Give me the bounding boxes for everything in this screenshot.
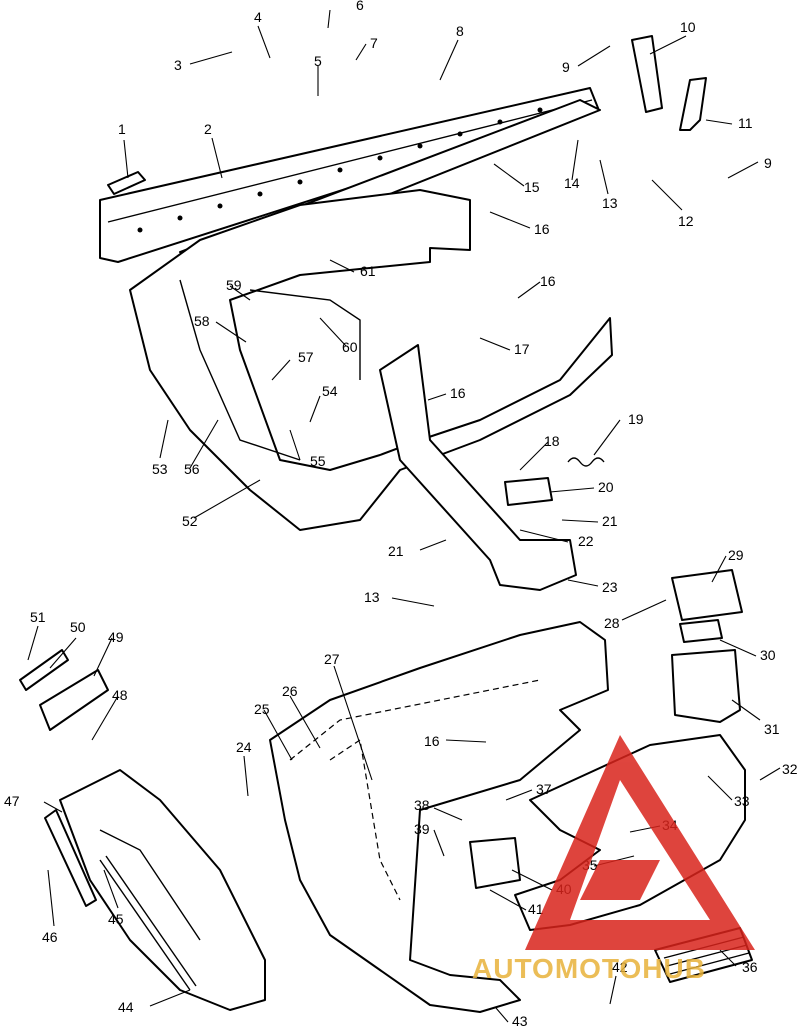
rail-holes	[137, 107, 543, 233]
callout-2: 2	[204, 121, 212, 137]
callout-15: 15	[524, 179, 540, 195]
callout-7: 7	[370, 35, 378, 51]
callout-16a: 16	[534, 221, 550, 237]
seal-strip	[19, 649, 69, 691]
callout-32: 32	[782, 761, 798, 777]
callout-60: 60	[342, 339, 358, 355]
callout-45: 45	[108, 911, 124, 927]
callout-13b: 13	[364, 589, 380, 605]
callout-16d: 16	[424, 733, 440, 749]
callout-51: 51	[30, 609, 46, 625]
callout-55: 55	[310, 453, 326, 469]
callout-49: 49	[108, 629, 124, 645]
callout-23: 23	[602, 579, 618, 595]
callout-14: 14	[564, 175, 580, 191]
callout-4: 4	[254, 9, 262, 25]
callout-39: 39	[414, 821, 430, 837]
callout-52: 52	[182, 513, 198, 529]
callout-57: 57	[298, 349, 314, 365]
callout-21a: 21	[602, 513, 618, 529]
callout-26: 26	[282, 683, 298, 699]
callout-6: 6	[356, 0, 364, 13]
watermark-logo: AUTOMOTOHUB	[472, 735, 755, 984]
callout-61: 61	[360, 263, 376, 279]
callout-46: 46	[42, 929, 58, 945]
callout-48: 48	[112, 687, 128, 703]
callout-18: 18	[544, 433, 560, 449]
leader-lines	[27, 9, 781, 1023]
callout-56: 56	[184, 461, 200, 477]
callout-50: 50	[70, 619, 86, 635]
callout-17: 17	[514, 341, 530, 357]
mount-bracket	[39, 669, 109, 731]
trim-strip	[44, 809, 97, 907]
callout-58: 58	[194, 313, 210, 329]
callout-22: 22	[578, 533, 594, 549]
side-cover	[59, 769, 266, 1011]
callout-30: 30	[760, 647, 776, 663]
support-strut	[379, 344, 577, 591]
callout-31: 31	[764, 721, 780, 737]
callout-labels: 1 2 3 4 5 6 7 8 9 10 11 9 12 13 14 15 16…	[4, 0, 798, 1029]
callout-8: 8	[456, 23, 464, 39]
callout-59: 59	[226, 277, 242, 293]
callout-37: 37	[536, 781, 552, 797]
lower-pan	[269, 621, 609, 1013]
callout-42: 42	[612, 959, 628, 975]
insert	[679, 619, 723, 643]
lever	[679, 77, 707, 131]
callout-16c: 16	[450, 385, 466, 401]
grille-strip	[99, 855, 197, 991]
callout-33: 33	[734, 793, 750, 809]
callout-27: 27	[324, 651, 340, 667]
callout-1: 1	[118, 121, 126, 137]
pad	[671, 569, 743, 621]
watermark-text: AUTOMOTOHUB	[472, 953, 706, 984]
arm	[631, 35, 663, 113]
callout-21b: 21	[388, 543, 404, 559]
callout-53: 53	[152, 461, 168, 477]
step-plate	[469, 837, 521, 889]
callout-28: 28	[604, 615, 620, 631]
callout-43: 43	[512, 1013, 528, 1029]
callout-54: 54	[322, 383, 338, 399]
callout-29: 29	[728, 547, 744, 563]
callout-19: 19	[628, 411, 644, 427]
callout-5: 5	[314, 53, 322, 69]
callout-36: 36	[742, 959, 758, 975]
callout-13a: 13	[602, 195, 618, 211]
callout-11: 11	[738, 115, 753, 131]
watermark-triangle-icon	[525, 735, 755, 950]
callout-3: 3	[174, 57, 182, 73]
callout-9b: 9	[764, 155, 772, 171]
callout-10: 10	[680, 19, 696, 35]
callout-24: 24	[236, 739, 252, 755]
callout-25: 25	[254, 701, 270, 717]
callout-38: 38	[414, 797, 430, 813]
callout-47: 47	[4, 793, 20, 809]
callout-20: 20	[598, 479, 614, 495]
callout-12: 12	[678, 213, 694, 229]
callout-16b: 16	[540, 273, 556, 289]
latch-box	[671, 649, 741, 723]
callout-9a: 9	[562, 59, 570, 75]
spring	[567, 457, 605, 467]
hinge-plate	[504, 477, 553, 506]
callout-41: 41	[528, 901, 544, 917]
callout-44: 44	[118, 999, 134, 1015]
